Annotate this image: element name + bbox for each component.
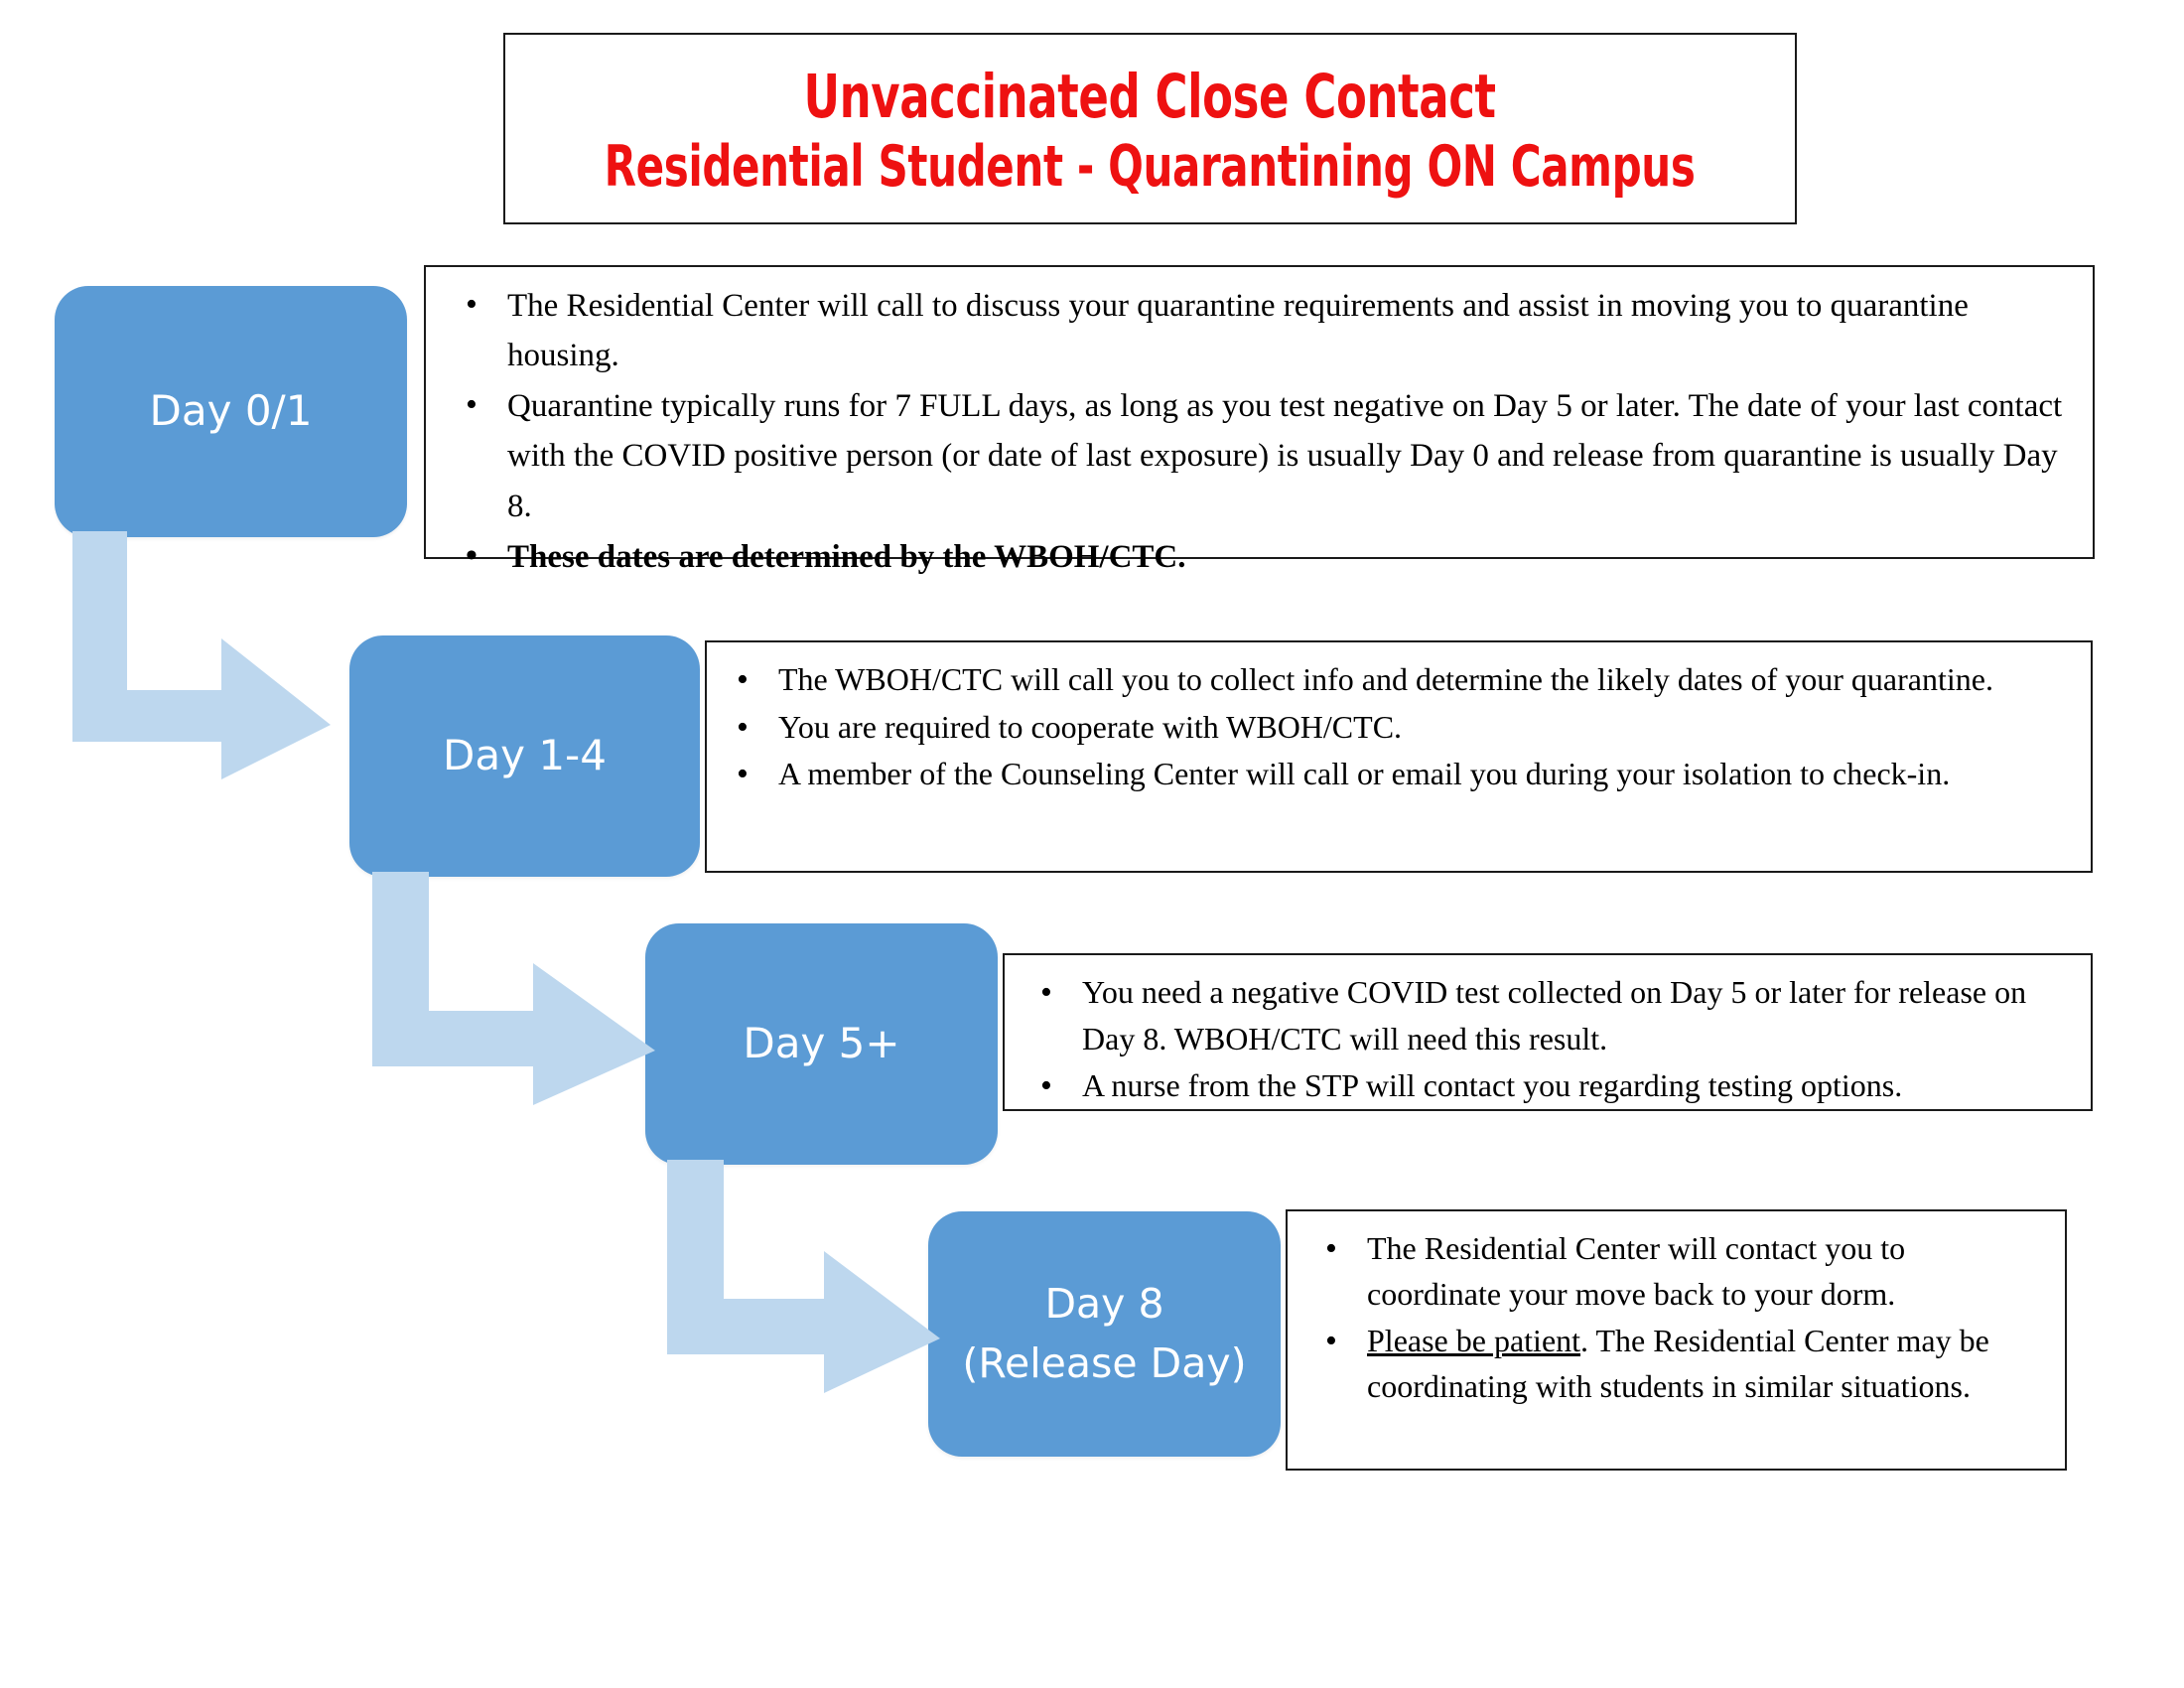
title-line-secondary: Residential Student - Quarantining ON Ca… — [605, 133, 1696, 200]
bullet-item: A nurse from the STP will contact you re… — [1040, 1060, 2069, 1111]
bullet-underlined-emphasis: Please be patient — [1367, 1323, 1581, 1359]
bullet-list: The WBOH/CTC will call you to collect in… — [717, 654, 2069, 799]
title-box: Unvaccinated Close Contact Residential S… — [503, 33, 1797, 224]
step-label-day-0-1: Day 0/1 — [149, 386, 313, 436]
info-box-day-5-plus: You need a negative COVID test collected… — [1003, 953, 2093, 1111]
bullet-item: You need a negative COVID test collected… — [1040, 967, 2069, 1061]
bullet-list: You need a negative COVID test collected… — [1015, 967, 2069, 1111]
title-line-primary: Unvaccinated Close Contact — [803, 62, 1497, 133]
step-label-day-5-plus: Day 5+ — [743, 1019, 900, 1068]
bullet-item: A member of the Counseling Center will c… — [737, 749, 2069, 799]
bullet-list: The Residential Center will contact you … — [1297, 1223, 2043, 1409]
elbow-arrow-right-icon — [372, 872, 655, 1105]
step-box-day-8[interactable]: Day 8 (Release Day) — [928, 1211, 1281, 1457]
elbow-arrow-right-icon — [667, 1160, 940, 1393]
step-label-day-8: Day 8 — [1044, 1280, 1164, 1329]
step-box-day-5-plus[interactable]: Day 5+ — [645, 923, 998, 1165]
bullet-item: The Residential Center will call to disc… — [466, 279, 2071, 380]
bullet-item: The WBOH/CTC will call you to collect in… — [737, 654, 2069, 705]
bullet-item: The Residential Center will contact you … — [1325, 1223, 2043, 1317]
step-box-day-1-4[interactable]: Day 1-4 — [349, 635, 700, 877]
step-label-day-1-4: Day 1-4 — [443, 731, 607, 780]
bullet-item: Please be patient. The Residential Cente… — [1325, 1316, 2043, 1409]
step-sublabel-day-8: (Release Day) — [962, 1338, 1247, 1387]
elbow-arrow-right-icon — [72, 531, 331, 779]
bullet-list: The Residential Center will call to disc… — [436, 279, 2071, 582]
bullet-item: Quarantine typically runs for 7 FULL day… — [466, 379, 2071, 530]
bullet-item: You are required to cooperate with WBOH/… — [737, 702, 2069, 753]
info-box-day-8: The Residential Center will contact you … — [1286, 1209, 2067, 1471]
step-box-day-0-1[interactable]: Day 0/1 — [55, 286, 407, 537]
bullet-item: These dates are determined by the WBOH/C… — [466, 530, 2071, 582]
info-box-day-0-1: The Residential Center will call to disc… — [424, 265, 2095, 581]
info-box-day-1-4: The WBOH/CTC will call you to collect in… — [705, 640, 2093, 873]
